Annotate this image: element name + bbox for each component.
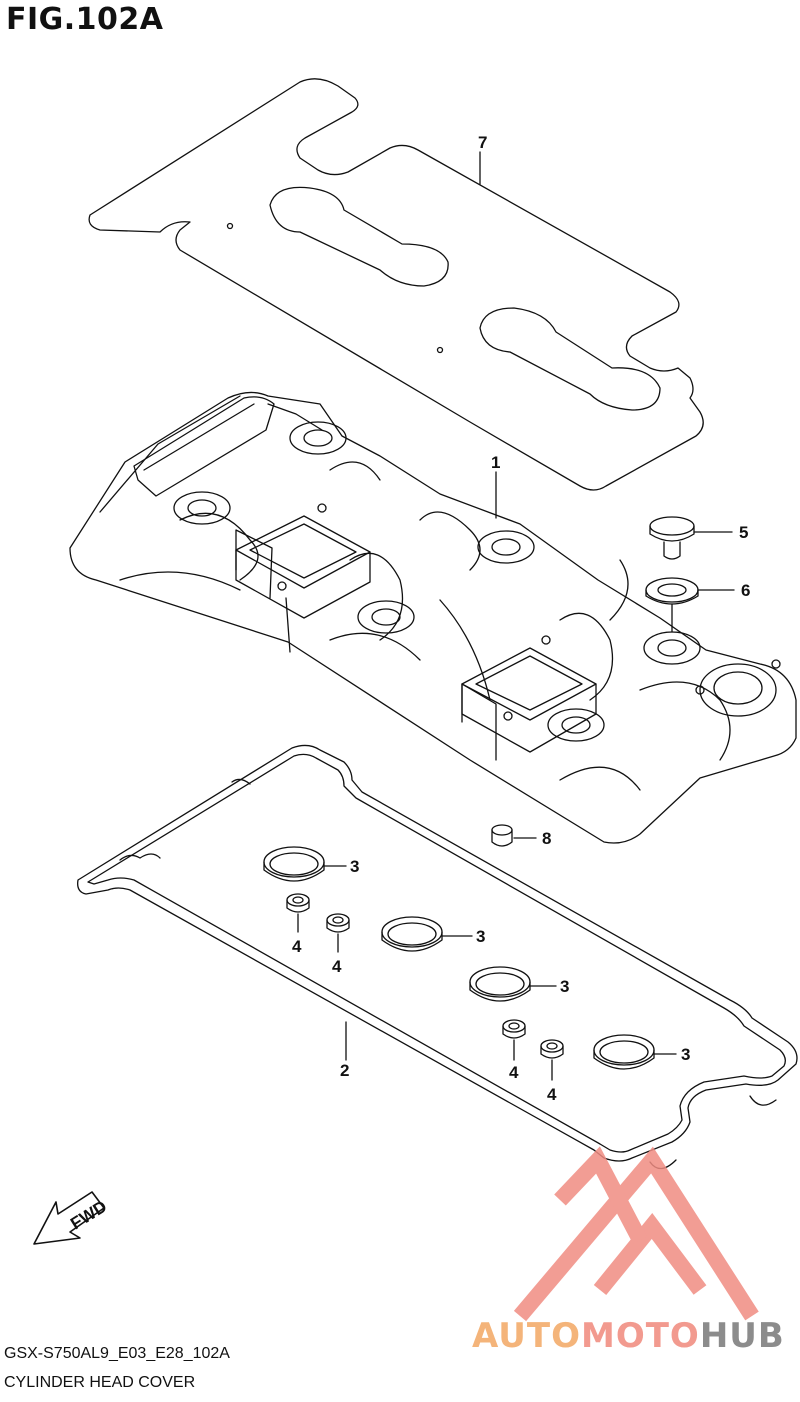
plug-seals-part-3 <box>263 846 677 1070</box>
callout-4d: 4 <box>547 1085 557 1104</box>
callout-3a: 3 <box>350 857 359 876</box>
watermark-hub: HUB <box>699 1316 785 1356</box>
watermark-moto: MOTO <box>580 1316 700 1356</box>
watermark-auto: AUTO <box>472 1316 581 1356</box>
callout-4b: 4 <box>332 957 342 976</box>
callout-3c: 3 <box>560 977 569 996</box>
callout-4c: 4 <box>509 1063 519 1082</box>
small-seals-part-4 <box>286 893 564 1081</box>
gasket-plate-part-7 <box>88 78 704 491</box>
cylinder-head-cover-part-1 <box>69 391 797 844</box>
washer-part-6 <box>645 577 735 633</box>
callout-8: 8 <box>542 829 551 848</box>
fwd-label: FWD <box>67 1197 110 1234</box>
watermark-text: AUTOMOTOHUB <box>472 1316 785 1356</box>
cover-gasket-part-2 <box>77 744 798 1170</box>
figure-title: FIG.102A <box>6 2 164 37</box>
callout-5: 5 <box>739 523 748 542</box>
callout-7: 7 <box>478 133 487 152</box>
callout-6: 6 <box>741 581 750 600</box>
callout-1: 1 <box>491 453 500 472</box>
watermark-logo-icon <box>513 1146 759 1322</box>
fwd-arrow-icon <box>33 1191 105 1245</box>
figure-caption: CYLINDER HEAD COVER <box>4 1374 196 1391</box>
callout-3b: 3 <box>476 927 485 946</box>
callout-2: 2 <box>340 1061 349 1080</box>
bolt-part-5 <box>649 516 733 560</box>
figure-code: GSX-S750AL9_E03_E28_102A <box>4 1345 230 1362</box>
dowel-part-8 <box>491 824 537 847</box>
callout-3d: 3 <box>681 1045 690 1064</box>
callout-4a: 4 <box>292 937 302 956</box>
